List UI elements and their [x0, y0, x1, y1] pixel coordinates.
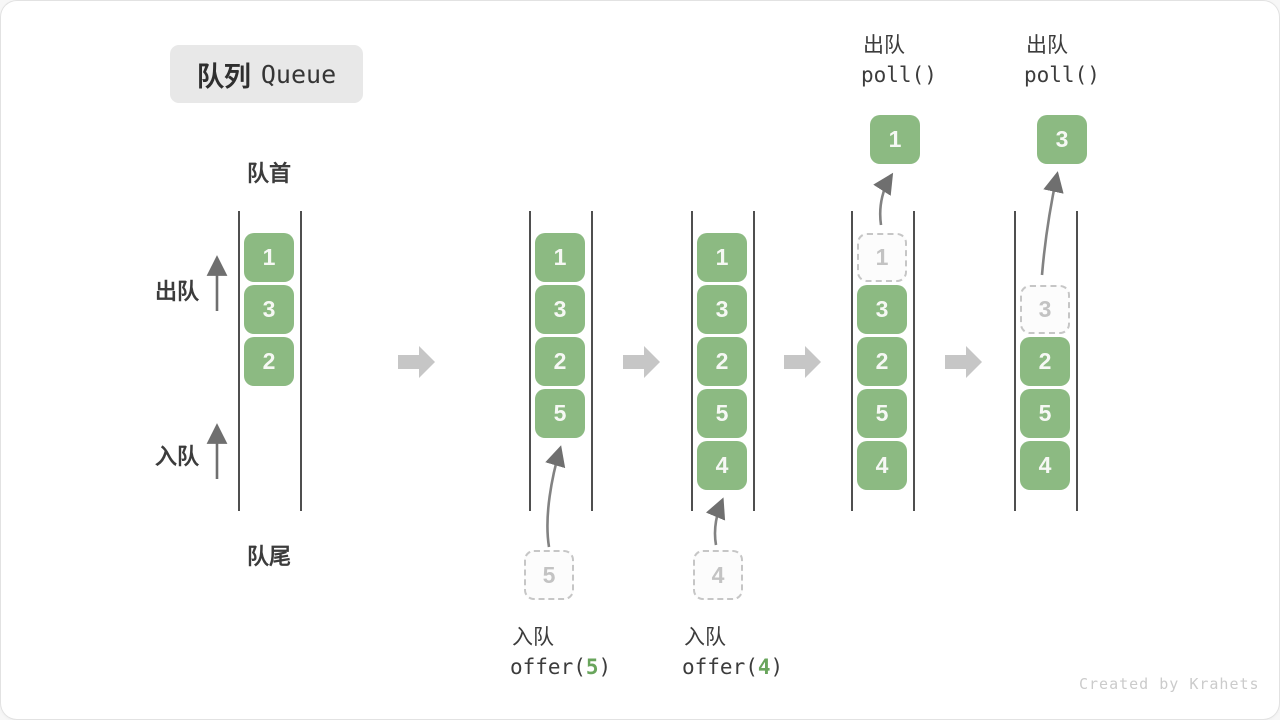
watermark: Created by Krahets [1079, 675, 1260, 693]
queue-wall [1076, 211, 1078, 511]
queue-wall [851, 211, 853, 511]
queue-element: 2 [535, 337, 585, 386]
queue-wall [238, 211, 240, 511]
queue-rear-label: 队尾 [246, 544, 291, 569]
poll3-label: 出队 [1026, 34, 1068, 57]
queue-element: 5 [535, 389, 585, 438]
title-box: 队列 Queue [170, 45, 363, 103]
queue-element: 1 [697, 233, 747, 282]
poll1-arrow [873, 172, 894, 226]
removed-element-ghost: 1 [857, 233, 907, 282]
poll1-code: poll() [861, 63, 937, 87]
queue-element: 2 [857, 337, 907, 386]
queue-element: 5 [1020, 389, 1070, 438]
queue-element: 1 [535, 233, 585, 282]
queue-wall [529, 211, 531, 511]
queue-wall [691, 211, 693, 511]
queue-element: 4 [857, 441, 907, 490]
queue-element: 2 [1020, 337, 1070, 386]
offer4-arrow [705, 497, 726, 546]
queue-front-label: 队首 [246, 161, 291, 186]
queue-wall [753, 211, 755, 511]
queue-element: 4 [697, 441, 747, 490]
poll3-arrow [1040, 171, 1064, 276]
offer5-label: 入队 [512, 626, 554, 649]
removed-element-ghost: 3 [1020, 285, 1070, 334]
transition-arrow-2 [623, 346, 660, 378]
transition-arrow-3 [784, 346, 821, 378]
queue-element: 1 [244, 233, 294, 282]
offer4-arg: 4 [757, 655, 771, 679]
queue-wall [1014, 211, 1016, 511]
queue-wall [913, 211, 915, 511]
incoming-element-ghost: 4 [693, 550, 743, 600]
offer4-code: offer(4) [682, 655, 784, 679]
transition-arrow-1 [398, 346, 435, 378]
dequeue-side-label: 出队 [154, 279, 199, 304]
enqueue-side-label: 入队 [154, 444, 199, 469]
offer5-code: offer(5) [510, 655, 612, 679]
polled-element: 1 [870, 115, 920, 164]
poll1-label: 出队 [863, 34, 905, 57]
queue-element: 3 [244, 285, 294, 334]
title-english: Queue [260, 59, 337, 89]
queue-element: 3 [697, 285, 747, 334]
queue-element: 5 [697, 389, 747, 438]
queue-element: 2 [244, 337, 294, 386]
transition-arrow-4 [945, 346, 982, 378]
incoming-element-ghost: 5 [524, 550, 574, 600]
queue-element: 2 [697, 337, 747, 386]
queue-element: 5 [857, 389, 907, 438]
queue-element: 4 [1020, 441, 1070, 490]
queue-element: 3 [857, 285, 907, 334]
offer5-arrow [545, 445, 566, 548]
offer4-label: 入队 [684, 626, 726, 649]
queue-wall [591, 211, 593, 511]
queue-element: 3 [535, 285, 585, 334]
queue-wall [300, 211, 302, 511]
offer5-arg: 5 [585, 655, 599, 679]
polled-element: 3 [1037, 115, 1087, 164]
poll3-code: poll() [1024, 63, 1100, 87]
title-chinese: 队列 [196, 61, 251, 92]
